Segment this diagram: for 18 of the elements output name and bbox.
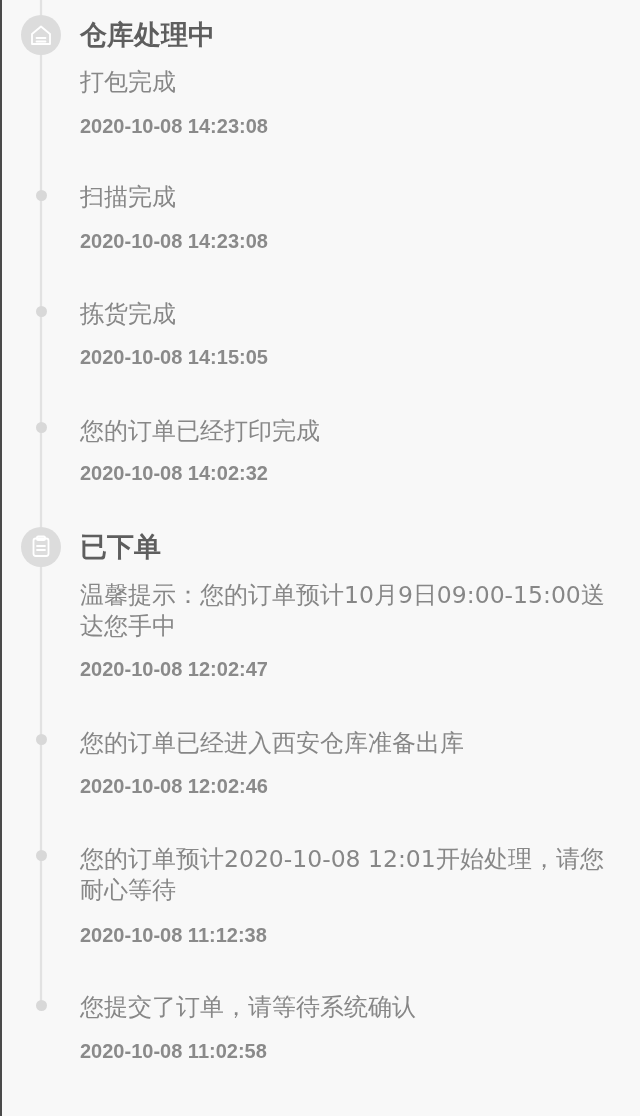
- timestamp: 2020-10-08 14:15:05: [80, 345, 268, 370]
- timestamp: 2020-10-08 12:02:47: [80, 657, 268, 682]
- status-text: 打包完成: [80, 66, 177, 98]
- timestamp: 2020-10-08 12:02:46: [80, 774, 268, 799]
- timestamp: 2020-10-08 11:12:38: [80, 923, 267, 948]
- status-text: 您提交了订单，请等待系统确认: [80, 991, 417, 1023]
- timestamp: 2020-10-08 14:23:08: [80, 229, 268, 254]
- section-heading: 仓库处理中: [80, 18, 215, 52]
- status-text: 您的订单已经进入西安仓库准备出库: [80, 727, 465, 759]
- status-text: 拣货完成: [80, 298, 177, 330]
- status-text: 您的订单预计2020-10-08 12:01开始处理，请您耐心等待: [80, 843, 605, 906]
- section-heading: 已下单: [80, 530, 161, 564]
- status-text: 扫描完成: [80, 181, 177, 213]
- timestamp: 2020-10-08 14:02:32: [80, 461, 268, 486]
- status-text: 温馨提示：您的订单预计10月9日09:00-15:00送达您手中: [80, 579, 606, 642]
- status-text: 您的订单已经打印完成: [80, 415, 321, 447]
- timestamp: 2020-10-08 11:02:58: [80, 1039, 267, 1064]
- timestamp: 2020-10-08 14:23:08: [80, 114, 268, 139]
